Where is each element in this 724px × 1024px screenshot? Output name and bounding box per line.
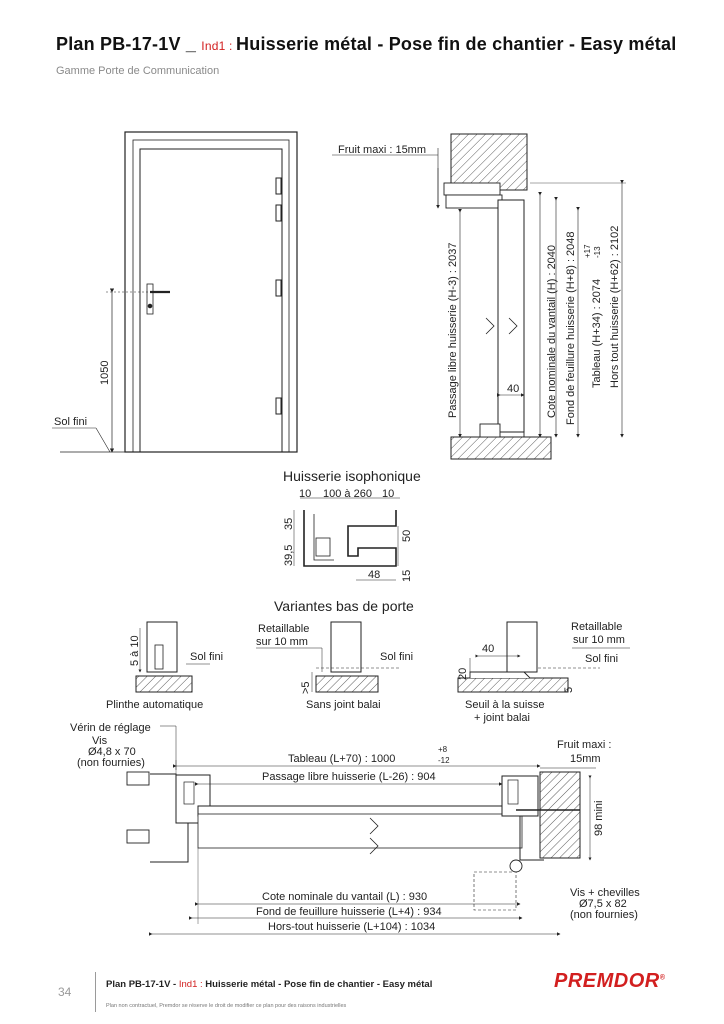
plan-98-mini: 98 mini [593,801,605,836]
footer-divider [95,972,96,1012]
variante-retaillable-2b: sur 10 mm [573,634,625,646]
title-sep-2: : [225,39,237,53]
tableau-vertical: Tableau (H+34) : 2074 [591,279,603,388]
title-ind: Ind1 [201,39,226,53]
plan-hors-tout: Hors-tout huisserie (L+104) : 1034 [268,921,435,933]
isophonique-title: Huisserie isophonique [283,468,421,484]
plan-cote-nominale: Cote nominale du vantail (L) : 930 [262,891,427,903]
variante-plinthe-label: Plinthe automatique [106,699,203,711]
fruit-maxi-vertical: Fruit maxi : 15mm [338,144,426,156]
cote-nominale-vertical: Cote nominale du vantail (H) : 2040 [546,245,558,418]
iso-d-range: 100 à 260 [323,488,372,500]
dim-40-vertical: 40 [507,383,519,395]
footer-title-main: Huisserie métal - Pose fin de chantier -… [205,979,433,990]
page-number: 34 [58,985,72,999]
variante-d40: 40 [482,643,494,655]
variante-seuil-label-2: + joint balai [474,712,530,724]
tableau-vertical-tol-minus: -13 [593,246,602,258]
logo-text: PREMDOR [554,970,660,992]
iso-d39-5: 39,5 [283,545,295,566]
plan-vis-dim: Ø4,8 x 70 [88,746,136,758]
variantes-title: Variantes bas de porte [274,598,414,614]
iso-d35: 35 [283,518,295,530]
plan-vis: Vis [92,735,108,747]
page-title: Plan PB-17-1V _ Ind1 : Huisserie métal -… [56,34,694,55]
variante-sans-joint [256,621,400,693]
hors-tout-vertical: Hors tout huisserie (H+62) : 2102 [609,226,621,388]
footer-note: Plan non contractuel, Premdor se réserve… [106,1003,347,1009]
iso-d48: 48 [368,569,380,581]
passage-libre-vertical: Passage libre huisserie (H-3) : 2037 [447,243,459,418]
title-main: Huisserie métal - Pose fin de chantier -… [236,34,677,54]
footer-title: Plan PB-17-1V - Ind1 : Huisserie métal -… [106,979,432,990]
title-prefix: Plan PB-17-1V [56,34,181,54]
plan-non-fournies-2: (non fournies) [570,909,638,921]
iso-d10-right: 10 [382,488,394,500]
variante-seuil [457,621,630,693]
plan-vis-chevilles-dim: Ø7,5 x 82 [579,898,627,910]
door-elevation [52,131,298,453]
variante-5a10: 5 à 10 [129,635,141,666]
plan-verin: Vérin de réglage [70,722,151,734]
variante-sol-fini-1: Sol fini [190,651,223,663]
iso-d50: 50 [401,530,413,542]
plan-section [126,725,596,936]
plan-fruit-15mm: 15mm [570,753,601,765]
footer-sep: - [170,979,179,990]
plan-passage-libre: Passage libre huisserie (L-26) : 904 [262,771,436,783]
variante-d5: 5 [563,687,575,693]
footer-title-prefix: Plan PB-17-1V [106,979,171,990]
sol-fini-elevation: Sol fini [54,416,87,428]
tableau-vertical-tol-plus: +17 [583,244,592,258]
vertical-section [332,133,626,460]
plan-non-fournies: (non fournies) [77,757,145,769]
fond-feuillure-vertical: Fond de feuillure huisserie (H+8) : 2048 [565,231,577,425]
door-height-label: 1050 [99,361,111,385]
variante-gt5: >5 [300,681,312,694]
variante-sol-fini-2: Sol fini [380,651,413,663]
plan-tableau-tol-minus: -12 [438,756,450,765]
variante-retaillable-1a: Retaillable [258,623,309,635]
variante-plinthe [135,621,210,693]
iso-d10-left: 10 [299,488,311,500]
title-sep: _ [180,34,202,54]
variante-retaillable-1b: Retaillable [571,621,622,633]
page-subtitle: Gamme Porte de Communication [56,65,220,77]
plan-tableau: Tableau (L+70) : 1000 [288,753,395,765]
page-header: Plan PB-17-1V _ Ind1 : Huisserie métal -… [56,34,694,77]
plan-tableau-tol-plus: +8 [438,745,448,754]
plan-fond-feuillure: Fond de feuillure huisserie (L+4) : 934 [256,906,442,918]
logo-mark: ® [659,974,666,982]
isophonique-profile [293,497,400,581]
iso-d15: 15 [401,570,413,582]
plan-fruit-maxi: Fruit maxi : [557,739,611,751]
variante-sans-joint-label: Sans joint balai [306,699,381,711]
premdor-logo: PREMDOR® [554,970,665,993]
variante-d20: 20 [457,668,469,680]
variante-retaillable-2a: sur 10 mm [256,636,308,648]
footer-ind: Ind1 [178,979,198,990]
footer-sep-2: : [197,979,206,990]
plan-vis-chevilles: Vis + chevilles [570,887,640,899]
variante-seuil-label-1: Seuil à la suisse [465,699,545,711]
variante-sol-fini-3: Sol fini [585,653,618,665]
